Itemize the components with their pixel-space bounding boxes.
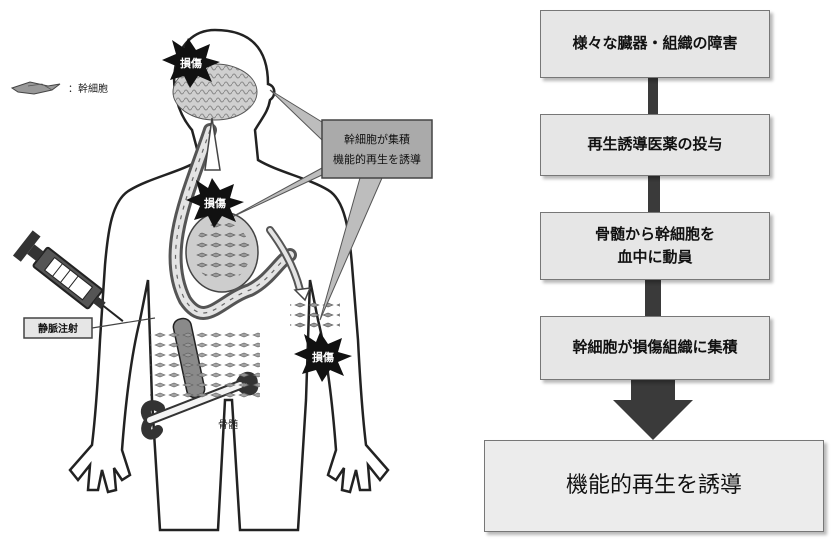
callout-text-line2: 機能的再生を誘導 bbox=[333, 152, 421, 166]
flow-arrow-stem-3 bbox=[645, 280, 661, 316]
injection-label: 静脈注射 bbox=[38, 322, 78, 335]
flow-step-4: 幹細胞が損傷組織に集積 bbox=[540, 316, 770, 380]
injury-label-top: 損傷 bbox=[180, 56, 202, 70]
flow-step-3: 骨髄から幹細胞を 血中に動員 bbox=[540, 212, 770, 280]
flow-arrow-stem-1 bbox=[648, 78, 658, 114]
flow-arrow-stem-2 bbox=[648, 176, 660, 212]
flow-result: 機能的再生を誘導 bbox=[484, 440, 824, 532]
callout-box bbox=[322, 120, 432, 178]
flow-step-1: 様々な臓器・組織の障害 bbox=[540, 10, 770, 78]
flow-arrow-head bbox=[613, 400, 693, 440]
flow-arrow-stem-4 bbox=[631, 380, 675, 402]
flow-step-2: 再生誘導医薬の投与 bbox=[540, 114, 770, 176]
legend-label: ：幹細胞 bbox=[68, 82, 108, 95]
bone-label: 骨髄 bbox=[218, 418, 238, 431]
injury-label-arm: 損傷 bbox=[312, 350, 334, 364]
body-illustration: 幹細胞が集積 機能的再生を誘導 損傷 損傷 損傷 ：幹細胞 静脈注射 骨髄 bbox=[0, 0, 480, 540]
stem-cell-icon bbox=[12, 82, 60, 94]
callout-text-line1: 幹細胞が集積 bbox=[344, 132, 410, 146]
callout-pointer bbox=[270, 90, 322, 140]
injury-label-mid: 損傷 bbox=[204, 196, 226, 210]
